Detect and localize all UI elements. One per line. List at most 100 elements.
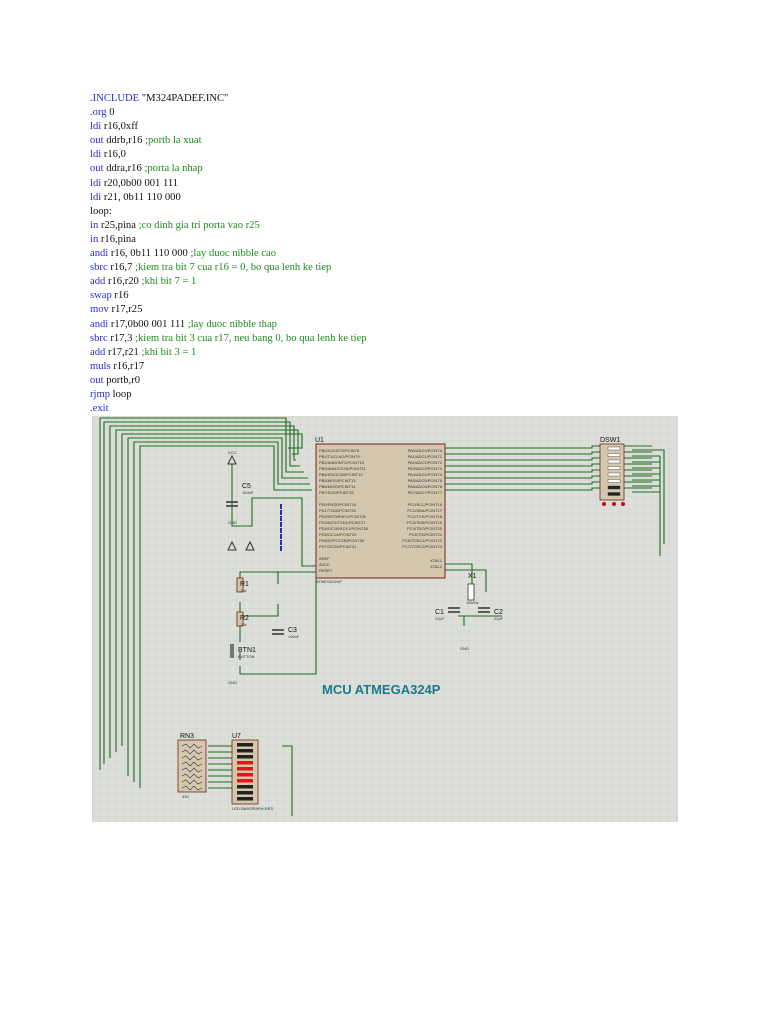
code-line: add r16,r20 ;khi bit 7 = 1: [90, 275, 367, 289]
mcu-pin-label: PA5/ADC5/PCINT5: [408, 478, 443, 483]
schematic-canvas: U1 ATMEGA324P PB0/XCK0/T0/PCINT8PB1/T1/C…: [92, 416, 678, 822]
mcu-pin-label: AREF: [319, 556, 330, 561]
bus-marker: [280, 510, 282, 515]
resistor-element: [181, 761, 203, 767]
gnd-label-1: GND: [228, 520, 237, 525]
mcu-chip: U1 ATMEGA324P PB0/XCK0/T0/PCINT8PB1/T1/C…: [280, 437, 446, 584]
mcu-pin-label: PC1/SDA/PCINT17: [407, 508, 442, 513]
code-operand: ddra,r16: [106, 163, 145, 175]
code-keyword: swap: [90, 290, 115, 302]
c2-label: C2: [494, 609, 503, 616]
bus-marker: [280, 516, 282, 521]
mcu-pin-label: PC6/TOSC1/PCINT22: [402, 538, 442, 543]
code-keyword: .org: [90, 107, 110, 119]
code-keyword: add: [90, 276, 108, 288]
mcu-pin-label: PA3/ADC3/PCINT3: [408, 466, 443, 471]
c2-value: 22pF: [494, 616, 504, 621]
code-operand: r16,pina: [100, 233, 136, 245]
code-keyword: add: [90, 346, 108, 358]
resistor-network-rn3: RN3 330: [177, 733, 207, 799]
code-line: out ddrb,r16 ;portb la xuat: [90, 134, 367, 148]
code-operand: r21, 0b11 110 000: [103, 191, 181, 203]
code-keyword: .exit: [90, 403, 109, 415]
code-line: loop:: [90, 205, 367, 219]
vcc-label-1: VCC: [228, 450, 237, 455]
mcu-pin-label: PA4/ADC4/PCINT4: [408, 472, 443, 477]
dsw-label: DSW1: [600, 437, 620, 444]
mcu-pin-label: PD3/INT1/TXD1/PCINT27: [319, 520, 366, 525]
code-operand: loop: [112, 388, 132, 400]
code-keyword: out: [90, 374, 107, 386]
code-operand: r17,r21: [107, 346, 142, 358]
bus-marker: [280, 540, 282, 545]
mcu-pin-label: PC5/TDI/PCINT21: [409, 532, 443, 537]
x1-label: X1: [468, 573, 477, 580]
schematic-title: MCU ATMEGA324P: [322, 682, 441, 697]
mcu-pin-label: PA7/ADC7/PCINT7: [408, 490, 443, 495]
mcu-pin-label: PB3/AIN1/OC0A/PCINT11: [319, 466, 367, 471]
btn-label: BTN1: [238, 647, 256, 654]
code-line: out portb,r0: [90, 374, 367, 388]
mcu-pin-label: PB5/MOSI/PCINT13: [319, 478, 356, 483]
dip-switch-key: [607, 453, 621, 457]
mcu-pin-label: PD6/ICP/OC2B/PCINT30: [319, 538, 365, 543]
code-line: out ddra,r16 ;porta la nhap: [90, 162, 367, 176]
x1-value: 16MHz: [466, 600, 479, 605]
code-keyword: ldi: [90, 177, 104, 189]
code-line: ldi r16,0xff: [90, 120, 367, 134]
c5-label: C5: [242, 483, 251, 490]
mcu-pin-label: AVCC: [319, 562, 330, 567]
mcu-pin-label: XTAL1: [430, 558, 443, 563]
code-operand: r16: [114, 290, 129, 302]
r2-value: 10k: [240, 622, 246, 627]
code-line: rjmp loop: [90, 388, 367, 402]
code-keyword: in: [90, 233, 101, 245]
bus-marker: [280, 528, 282, 533]
gnd-label-2: GND: [228, 680, 237, 685]
code-line: .exit: [90, 402, 367, 416]
code-line: add r17,r21 ;khi bit 3 = 1: [90, 346, 367, 360]
code-keyword: in: [90, 219, 101, 231]
mcu-pin-label: PA1/ADC1/PCINT1: [408, 454, 443, 459]
code-comment: ;khi bit 3 = 1: [141, 346, 197, 358]
bus-marker: [280, 546, 282, 551]
led-segment: [237, 797, 253, 801]
capacitor-c5: C5 100nF VCC GND: [226, 450, 254, 525]
c3-label: C3: [288, 627, 297, 634]
code-operand: r16,7: [110, 262, 136, 274]
mcu-ref: U1: [315, 437, 324, 444]
code-line: ldi r20,0b00 001 111: [90, 177, 367, 191]
mcu-pin-label: PD2/INT0/RXD1/PCINT26: [319, 514, 367, 519]
led-segment: [237, 791, 253, 795]
mcu-pin-label: PC0/SCL/PCINT16: [408, 502, 443, 507]
mcu-pin-label: PD1/TXD0/PCINT25: [319, 508, 356, 513]
code-line: in r25,pina ;co dinh gia tri porta vao r…: [90, 219, 367, 233]
mcu-pin-label: PB6/MISO/PCINT14: [319, 484, 356, 489]
c5-value: 100nF: [242, 490, 254, 495]
led-segment: [237, 743, 253, 747]
mcu-pin-label: PD0/RXD0/PCINT24: [319, 502, 357, 507]
r1-value: 10k: [240, 588, 246, 593]
code-operand: r16,0xff: [103, 121, 139, 133]
resistor-element: [181, 779, 203, 785]
dip-switch-key: [607, 472, 621, 477]
mcu-pin-label: PC4/TDO/PCINT20: [407, 526, 443, 531]
code-line: swap r16: [90, 289, 367, 303]
code-keyword: sbrc: [90, 332, 111, 344]
mcu-pin-label: PA0/ADC0/PCINT0: [408, 448, 443, 453]
resistor-element: [181, 755, 203, 761]
led-segment: [237, 785, 253, 789]
code-comment: ;lay duoc nibble thap: [187, 318, 277, 330]
resistor-element: [181, 749, 203, 755]
code-line: andi r17,0b00 001 111 ;lay duoc nibble t…: [90, 318, 367, 332]
mcu-pin-label: XTAL2: [430, 564, 443, 569]
mcu-pin-label: PC7/TOSC2/PCINT23: [402, 544, 442, 549]
code-operand: r16,r17: [113, 360, 145, 372]
resistor-element: [181, 773, 203, 779]
code-keyword: andi: [90, 248, 111, 260]
dip-switch-key: [607, 479, 621, 483]
mcu-pin-label: PB7/SCK/PCINT15: [319, 490, 354, 495]
bus-marker: [280, 504, 282, 509]
code-comment: ;lay duoc nibble cao: [190, 248, 277, 260]
